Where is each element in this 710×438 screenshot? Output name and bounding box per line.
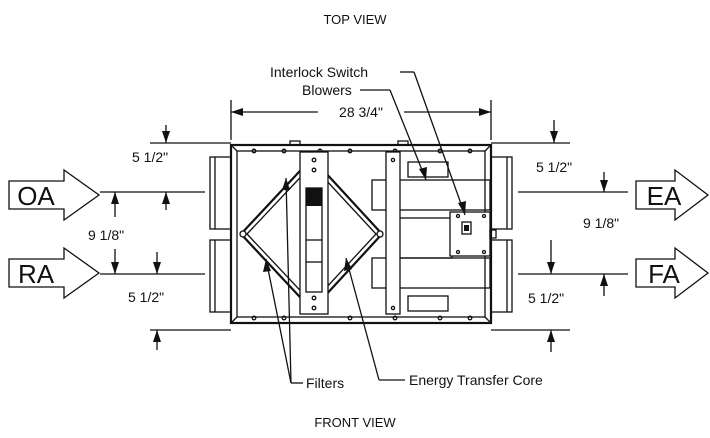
oa-arrow: OA bbox=[8, 168, 101, 222]
top-view-label: TOP VIEW bbox=[323, 12, 387, 27]
left-duct-collars bbox=[209, 156, 232, 313]
right-duct-collars bbox=[490, 156, 513, 313]
left-mid-dim: 9 1/8" bbox=[88, 227, 124, 243]
oa-label: OA bbox=[17, 181, 55, 211]
core-bracket bbox=[299, 151, 329, 315]
filters-callout: Filters bbox=[263, 177, 344, 391]
core-label: Energy Transfer Core bbox=[409, 372, 543, 388]
right-dimensions: 5 1/2" 9 1/8" 5 1/2" bbox=[491, 120, 628, 352]
ra-label: RA bbox=[18, 259, 55, 289]
right-upper-dim: 5 1/2" bbox=[536, 159, 572, 175]
ea-label: EA bbox=[647, 181, 682, 211]
left-dimensions: 5 1/2" 9 1/8" 5 1/2" bbox=[88, 125, 231, 350]
filters-label: Filters bbox=[306, 375, 344, 391]
right-mid-dim: 9 1/8" bbox=[583, 215, 619, 231]
fa-label: FA bbox=[648, 259, 680, 289]
interlock-callout: Interlock Switch bbox=[270, 64, 466, 216]
right-lower-dim: 5 1/2" bbox=[528, 290, 564, 306]
blowers-label: Blowers bbox=[302, 82, 352, 98]
interlock-label: Interlock Switch bbox=[270, 64, 368, 80]
left-upper-dim: 5 1/2" bbox=[132, 149, 168, 165]
left-lower-dim: 5 1/2" bbox=[128, 289, 164, 305]
width-dim-label: 28 3/4" bbox=[339, 104, 383, 120]
screw-holes bbox=[251, 148, 473, 321]
ra-arrow: RA bbox=[8, 246, 101, 300]
width-dimension: 28 3/4" bbox=[230, 100, 492, 140]
blower-strap bbox=[385, 151, 401, 315]
fa-arrow: FA bbox=[635, 246, 710, 300]
front-view-label: FRONT VIEW bbox=[314, 415, 396, 430]
blowers-callout: Blowers bbox=[302, 82, 427, 181]
interlock-switch bbox=[449, 211, 497, 257]
core-callout: Energy Transfer Core bbox=[344, 257, 543, 388]
ea-arrow: EA bbox=[635, 168, 710, 222]
unit-housing bbox=[209, 140, 513, 325]
